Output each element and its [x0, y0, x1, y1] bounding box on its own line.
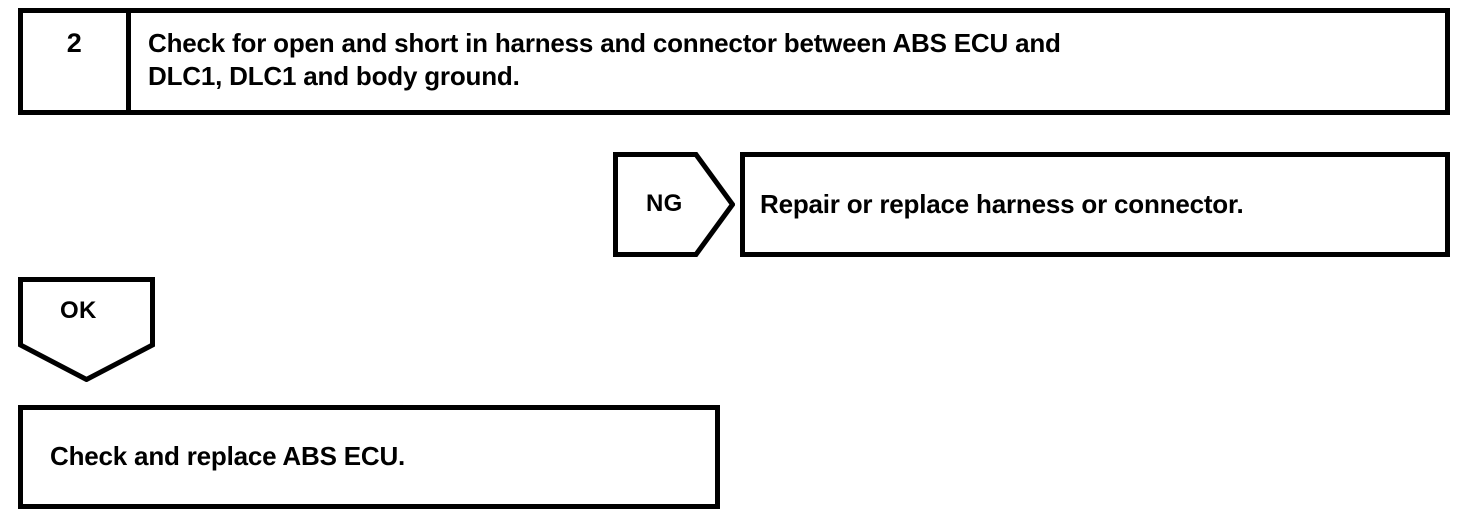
ng-branch-arrow — [613, 152, 735, 257]
ng-result-text: Repair or replace harness or connector. — [760, 188, 1244, 219]
ok-branch-label: OK — [60, 297, 97, 324]
step-instruction-line-2: DLC1, DLC1 and body ground. — [148, 60, 520, 91]
ok-result-box: Check and replace ABS ECU. — [18, 405, 720, 509]
ok-result-text: Check and replace ABS ECU. — [50, 441, 406, 472]
step-number: 2 — [66, 28, 83, 58]
step-instruction-line-1: Check for open and short in harness and … — [148, 28, 1061, 58]
arrow-right-pentagon-icon — [613, 152, 735, 257]
step-number-cell: 2 — [23, 13, 131, 110]
ng-result-box: Repair or replace harness or connector. — [740, 152, 1450, 257]
step-instruction-text: Check for open and short in harness and … — [148, 27, 1061, 92]
ok-branch-arrow — [18, 277, 155, 382]
step-box: 2 Check for open and short in harness an… — [18, 8, 1450, 115]
step-instruction-cell: Check for open and short in harness and … — [131, 13, 1445, 110]
ng-branch-label: NG — [646, 190, 683, 217]
arrow-down-pentagon-icon — [18, 277, 155, 382]
